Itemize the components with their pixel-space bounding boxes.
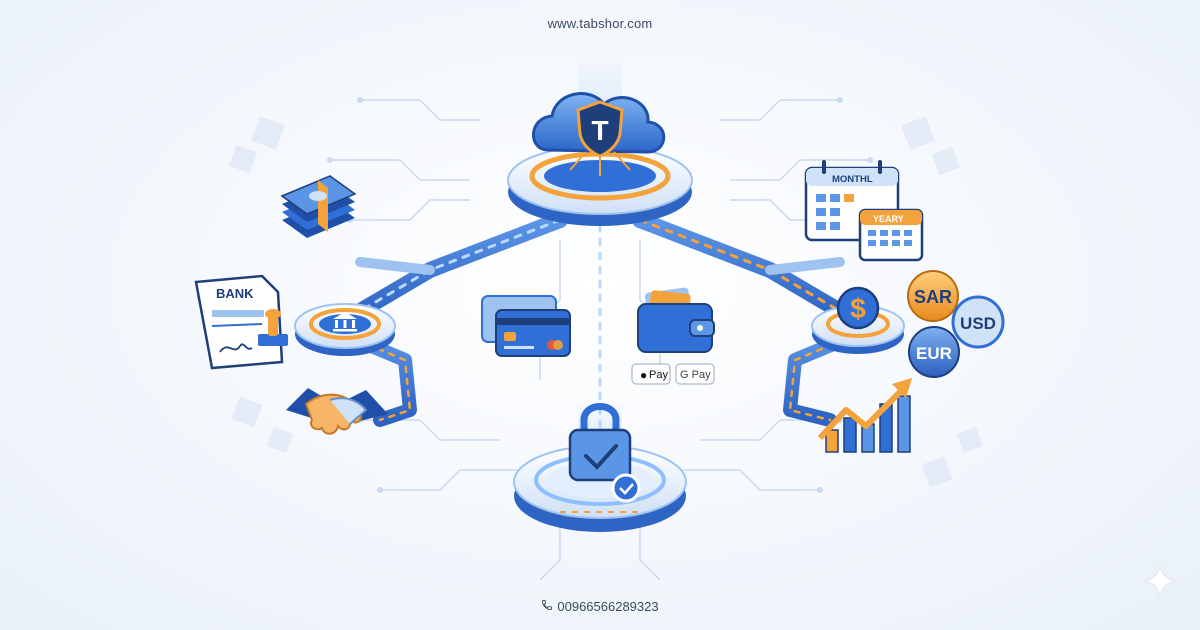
bank-document-icon: BANK <box>194 274 288 370</box>
coin-eur: EUR <box>908 326 960 378</box>
background-squares <box>228 116 983 488</box>
dollar-coin-icon: $ <box>836 286 880 330</box>
svg-text:T: T <box>591 115 608 146</box>
dollar-node: $ <box>811 286 905 354</box>
eur-label: EUR <box>916 344 952 363</box>
calendar-icon: MONTHL YEARY <box>804 160 924 262</box>
cloud-shield-icon: T <box>532 92 666 176</box>
lock-check-icon <box>568 403 641 503</box>
handshake-icon <box>286 388 388 435</box>
wallet-icon <box>637 287 715 353</box>
google-pay-badge: G Pay <box>675 363 715 385</box>
lock-hub <box>513 400 687 532</box>
coin-usd: USD <box>951 295 1005 349</box>
yearly-label: YEARY <box>873 214 904 224</box>
svg-text:●: ● <box>640 368 647 382</box>
google-pay-label: G Pay <box>680 369 711 381</box>
contact-phone[interactable]: 00966566289323 <box>0 598 1200 614</box>
cash-stack-icon <box>280 175 357 238</box>
usd-label: USD <box>960 314 996 333</box>
bank-building-icon <box>333 312 357 332</box>
phone-number: 00966566289323 <box>557 599 659 615</box>
growth-chart-icon <box>817 378 912 453</box>
bank-building-node <box>294 303 396 356</box>
website-url[interactable]: www.tabshor.com <box>547 16 653 31</box>
svg-text:$: $ <box>850 293 866 324</box>
coin-sar: SAR <box>907 270 959 322</box>
monthly-label: MONTHL <box>832 174 873 185</box>
sar-label: SAR <box>914 287 952 307</box>
phone-icon <box>541 599 553 614</box>
cloud-hub: T <box>507 55 693 226</box>
apple-pay-label: Pay <box>649 369 668 381</box>
credit-card-icon <box>481 295 571 357</box>
sparkle-icon <box>1143 564 1177 598</box>
apple-pay-badge: ● Pay <box>631 363 671 385</box>
bank-label: BANK <box>216 286 254 301</box>
